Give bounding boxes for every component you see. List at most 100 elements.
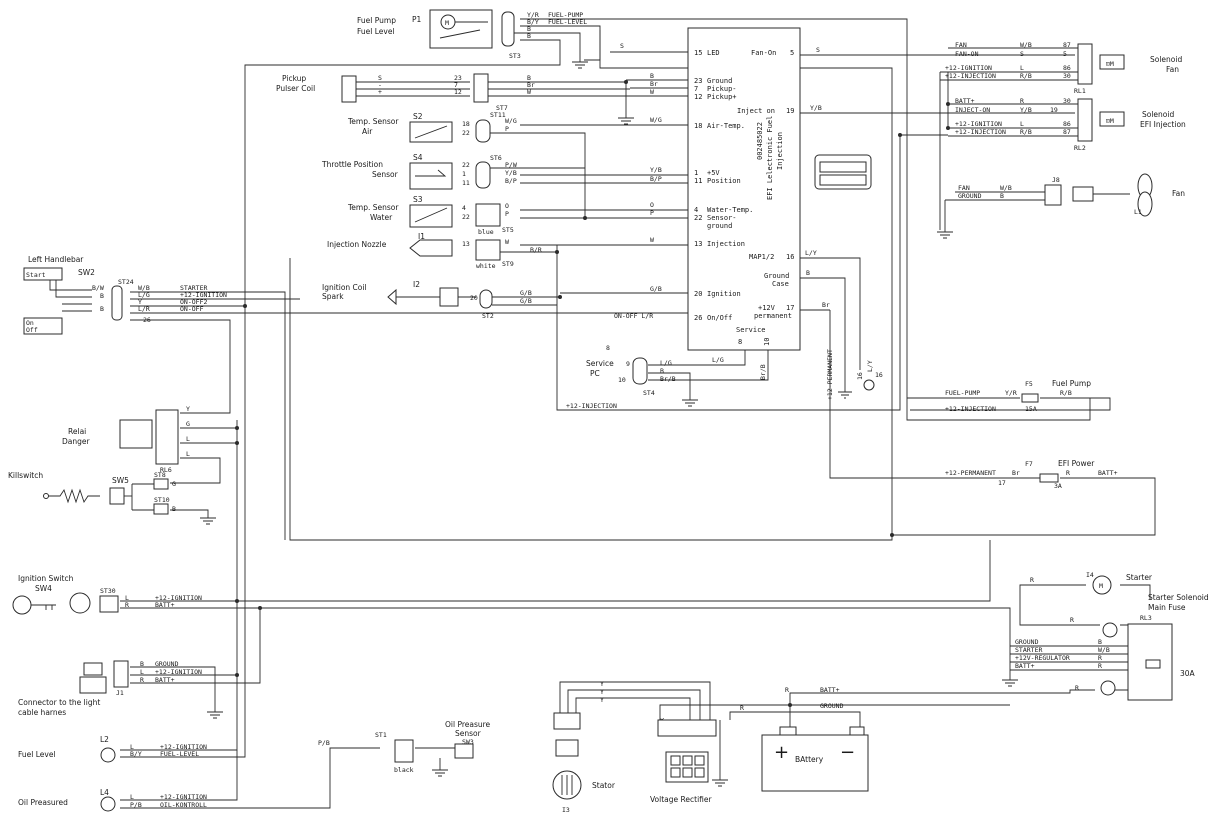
svg-text:Starter Solenoid: Starter Solenoid [1148,593,1209,602]
svg-text:+12-IGNITION: +12-IGNITION [945,64,992,72]
fuel-pump-level: Fuel Pump Fuel Level P1 M ST3 Y/R FUEL-P… [357,9,588,69]
svg-text:RL2: RL2 [1074,144,1086,152]
svg-text:Y/B: Y/B [1020,106,1032,114]
svg-text:PC: PC [590,369,600,378]
svg-text:+12-IGNITION: +12-IGNITION [155,594,202,602]
svg-text:L/Y: L/Y [805,249,817,257]
svg-text:Inject on: Inject on [737,107,775,115]
svg-text:+12-INJECTION: +12-INJECTION [955,128,1006,136]
stator-plug [555,739,579,757]
svg-text:+12-INJECTION: +12-INJECTION [945,72,996,80]
svg-text:G/B: G/B [650,285,662,293]
connector-st2 [479,289,493,309]
svg-text:ST9: ST9 [502,260,514,268]
svg-text:7: 7 [454,81,458,89]
svg-text:Pickup+: Pickup+ [707,93,737,101]
svg-text:P/B: P/B [130,801,142,809]
oil-lamp-icon [100,796,116,812]
svg-text:FUEL-LEVEL: FUEL-LEVEL [160,750,199,758]
svg-text:GROUND: GROUND [1015,638,1039,646]
svg-text:20: 20 [694,290,702,298]
svg-text:Air-Temp.: Air-Temp. [707,122,745,130]
connector-j8 [1044,184,1062,206]
svg-text:W: W [505,238,509,246]
svg-text:SW3: SW3 [462,738,474,746]
svg-text:R: R [1070,616,1074,624]
svg-text:ST10: ST10 [154,496,170,504]
ignition-coil: Ignition Coil Spark I2 ST2 20 G/B G/B [322,280,560,320]
solenoid-efi-icon [1099,111,1125,127]
svg-text:Service: Service [736,326,766,334]
svg-text:+: + [378,88,382,96]
svg-text:Voltage Rectifier: Voltage Rectifier [650,795,712,804]
svg-text:Oil Preasure: Oil Preasure [445,720,491,729]
svg-text:B/R: B/R [530,246,542,254]
onoff-switch [23,317,63,335]
svg-text:26: 26 [694,314,702,322]
svg-text:16: 16 [786,253,794,261]
svg-text:Y: Y [600,688,604,696]
svg-text:Pickup-: Pickup- [707,85,737,93]
fuel-level-lamp: Fuel Level L2 L +12-IGNITION B/Y FUEL-LE… [18,735,207,763]
svg-text:ST11: ST11 [490,111,506,119]
svg-text:B: B [527,25,531,33]
light-plug-top [83,662,103,676]
stator: Y Y Y I3 Stator [552,680,616,814]
relay-box [119,419,153,449]
svg-text:LED: LED [707,49,720,57]
svg-text:BATT+: BATT+ [155,676,175,684]
injection-nozzle: Injection Nozzle I1 white ST9 13 W B/R [327,232,557,270]
svg-text:4: 4 [462,204,466,212]
svg-text:R: R [740,704,744,712]
stator-connector [553,712,581,730]
svg-text:Y/B: Y/B [650,166,662,174]
svg-text:Main Fuse: Main Fuse [1148,603,1186,612]
svg-text:15: 15 [694,49,702,57]
svg-text:I3: I3 [562,806,570,814]
oil-pressure-sensor: P/B ST1 black Oil Preasure Sensor SW3 [318,720,491,777]
ground-icon [618,117,634,125]
lock-icon [69,592,91,614]
svg-text:20: 20 [470,294,478,302]
svg-text:Ground: Ground [707,77,732,85]
connector-st8 [153,478,169,490]
svg-text:GROUND: GROUND [820,702,844,710]
main-fuse-icon [1145,659,1161,669]
st3-label: ST3 [509,52,521,60]
svg-text:P: P [505,210,509,218]
svg-text:S: S [1020,50,1024,58]
svg-text:18: 18 [694,122,702,130]
start-button [23,267,63,281]
svg-text:Y/R: Y/R [1005,389,1017,397]
svg-text:permanent: permanent [754,312,792,320]
svg-text:L4: L4 [100,788,109,797]
svg-text:+12-INJECTION: +12-INJECTION [566,402,617,410]
svg-text:-: - [378,81,382,89]
svg-text:23: 23 [454,74,462,82]
svg-text:+12-IGNITION: +12-IGNITION [155,668,202,676]
svg-text:SW4: SW4 [35,584,52,593]
svg-text:F5: F5 [1025,380,1033,388]
svg-text:Connector to the light: Connector to the light [18,698,100,707]
svg-text:+: + [774,742,789,763]
svg-text:L: L [130,743,134,751]
svg-text:ST2: ST2 [482,312,494,320]
svg-text:Ignition Switch: Ignition Switch [18,574,74,583]
fuel-pump-label: Fuel Pump [357,16,396,25]
svg-text:G: G [186,420,190,428]
svg-text:Pulser Coil: Pulser Coil [276,84,315,93]
svg-text:18: 18 [462,120,470,128]
svg-text:S: S [378,74,382,82]
svg-text:On/Off: On/Off [707,314,732,322]
svg-text:+12-IGNITION: +12-IGNITION [180,291,227,299]
svg-text:+12-IGNITION: +12-IGNITION [160,793,207,801]
killswitch: Killswitch SW5 ST8 ST10 G B [8,471,216,525]
svg-text:EFI Injection: EFI Injection [1140,120,1186,129]
connector-st24 [111,285,123,321]
svg-text:Br: Br [822,301,830,309]
svg-text:⊡M: ⊡M [1106,60,1114,68]
svg-text:B: B [1000,192,1004,200]
svg-text:R: R [1066,469,1070,477]
ground-icon [432,758,448,777]
svg-text:Water: Water [370,213,393,222]
